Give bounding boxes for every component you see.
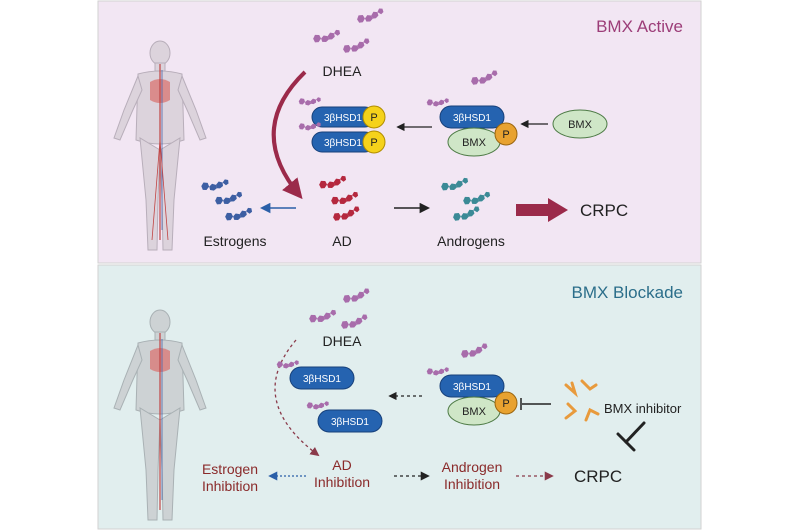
panel-bmx-active: BMX Active DHEA 3βHSD: [97, 0, 702, 264]
free-enzyme-label-1: 3βHSD1: [303, 374, 341, 385]
ad-inhibition-line2: Inhibition: [314, 474, 370, 490]
estrogens-label: Estrogens: [203, 233, 266, 249]
complex-enzyme-label: 3βHSD1: [453, 113, 491, 124]
enzyme-bmx-complex: 3βHSD1 BMX P: [426, 67, 518, 157]
free-enzymes: 3βHSD1 3βHSD1: [276, 357, 383, 433]
enzyme-label-1: 3βHSD1: [324, 113, 362, 124]
free-bmx-label: BMX: [568, 119, 593, 131]
inhibit-crpc-bar: [616, 421, 646, 452]
human-body-icon-2: [113, 309, 207, 521]
panel-active-title: BMX Active: [596, 17, 683, 36]
dhea-to-ad-dashed-arrow: [274, 339, 320, 457]
dhea-label-bottom: DHEA: [323, 333, 363, 349]
dhea-to-ad-arrow: [271, 70, 307, 200]
organs-icon: [150, 64, 170, 241]
crpc-big-arrow: [516, 198, 568, 222]
bmx-inhibitor-label: BMX inhibitor: [604, 401, 682, 416]
dhea-label-top: DHEA: [323, 63, 363, 79]
complex-bmx-label-2: BMX: [462, 406, 487, 418]
human-body-icon: [113, 40, 207, 251]
phosphorylated-enzyme-stack: 3βHSD1 P 3βHSD1 P: [298, 94, 386, 154]
estrogen-inhibition-line2: Inhibition: [202, 478, 258, 494]
complex-phospho-label-2: P: [502, 398, 509, 410]
androgen-inhibition-line2: Inhibition: [444, 476, 500, 492]
free-bmx-node: [552, 109, 608, 139]
estrogen-inhibition-line1: Estrogen: [202, 461, 258, 477]
inhibitor-icon: [564, 379, 600, 422]
ad-inhibition-line1: AD: [332, 457, 351, 473]
free-enzyme-label-2: 3βHSD1: [331, 417, 369, 428]
phospho-label-1: P: [370, 112, 377, 124]
crpc-label-bottom: CRPC: [574, 467, 622, 486]
ad-label: AD: [332, 233, 351, 249]
crpc-label-top: CRPC: [580, 201, 628, 220]
complex-bmx-label: BMX: [462, 137, 487, 149]
complex-phospho-label: P: [502, 129, 509, 141]
androgen-inhibition-line1: Androgen: [442, 459, 503, 475]
enzyme-label-2: 3βHSD1: [324, 138, 362, 149]
panel-bmx-blockade: BMX Blockade DHEA 3βHSD1: [97, 264, 702, 530]
complex-enzyme-label-2: 3βHSD1: [453, 382, 491, 393]
panel-active-bg: [97, 0, 702, 264]
panel-blockade-title: BMX Blockade: [572, 283, 684, 302]
inhibit-phospho-bar: [520, 398, 551, 410]
organs-icon-2: [150, 333, 170, 510]
androgens-label: Androgens: [437, 233, 505, 249]
phospho-label-2: P: [370, 137, 377, 149]
enzyme-bmx-complex-2: 3βHSD1 BMX P: [426, 340, 518, 426]
panel-blockade-bg: [97, 264, 702, 530]
